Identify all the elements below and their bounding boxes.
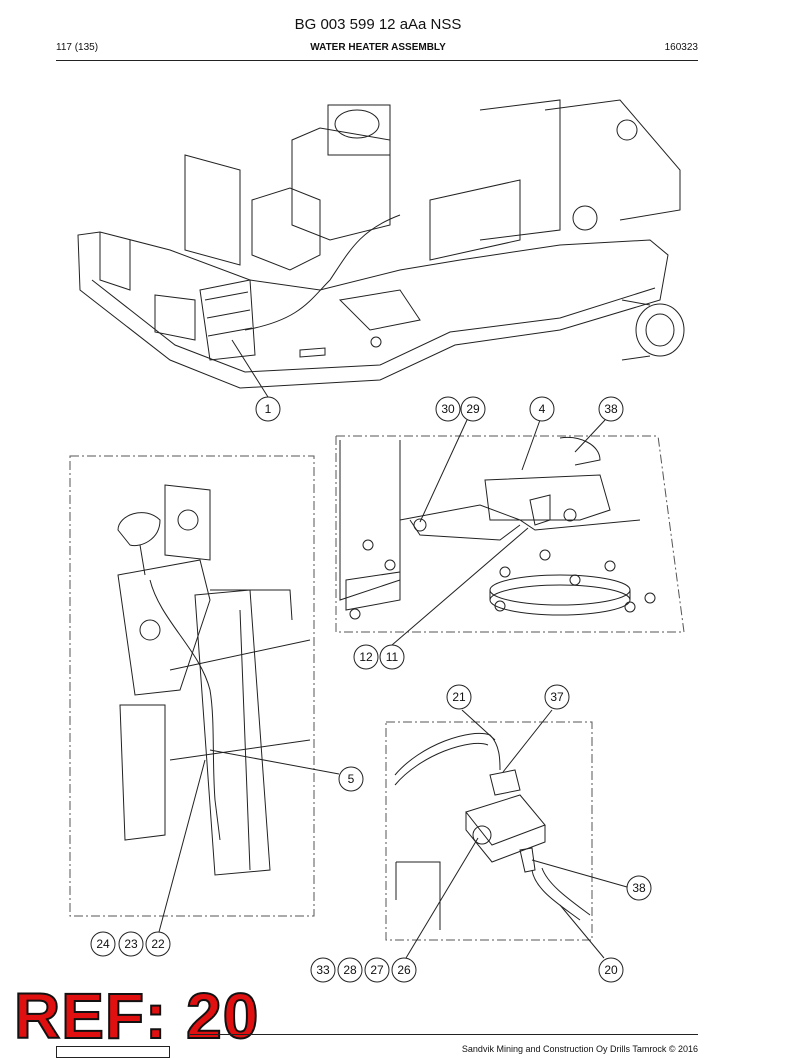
svg-text:20: 20	[604, 963, 618, 977]
svg-text:29: 29	[466, 402, 480, 416]
svg-text:26: 26	[397, 963, 411, 977]
svg-text:1: 1	[265, 402, 272, 416]
callout-27: 27	[364, 957, 390, 983]
section-title: WATER HEATER ASSEMBLY	[310, 42, 446, 53]
callout-28: 28	[337, 957, 363, 983]
callout-29: 29	[460, 396, 486, 422]
callout-22: 22	[145, 931, 171, 957]
callout-26: 26	[391, 957, 417, 983]
heater-detail-bottom-right	[394, 732, 591, 930]
callout-30: 30	[435, 396, 461, 422]
svg-text:11: 11	[386, 650, 399, 664]
callout-20: 20	[598, 957, 624, 983]
svg-text:24: 24	[96, 937, 110, 951]
svg-text:27: 27	[370, 963, 384, 977]
machine-frame-overview	[77, 99, 685, 389]
callout-4: 4	[529, 396, 555, 422]
svg-text:28: 28	[343, 963, 357, 977]
detail-frame-top-right	[335, 435, 685, 633]
svg-text:22: 22	[151, 937, 165, 951]
svg-text:12: 12	[359, 650, 373, 664]
callout-12: 12	[353, 644, 379, 670]
callout-38-bottom: 38	[626, 875, 652, 901]
callout-33: 33	[310, 957, 336, 983]
leader-lines	[158, 339, 628, 959]
svg-text:38: 38	[632, 881, 646, 895]
document-number: BG 003 599 12 aAa NSS	[294, 16, 462, 33]
ref-stamp: REF: 20	[13, 980, 260, 1052]
callout-24: 24	[90, 931, 116, 957]
callout-21: 21	[446, 684, 472, 710]
svg-text:5: 5	[348, 772, 355, 786]
svg-text:21: 21	[452, 690, 466, 704]
date-code: 160323	[664, 42, 698, 53]
svg-text:38: 38	[604, 402, 618, 416]
footer-copyright: Sandvik Mining and Construction Oy Drill…	[461, 1044, 698, 1054]
bracket-detail-left	[117, 484, 311, 876]
svg-text:30: 30	[441, 402, 455, 416]
footer-rule	[190, 1034, 698, 1035]
callout-37: 37	[544, 684, 570, 710]
callout-23: 23	[118, 931, 144, 957]
svg-text:4: 4	[539, 402, 546, 416]
callout-5: 5	[338, 766, 364, 792]
callout-11: 11	[379, 644, 405, 670]
bracket-detail-top-right	[339, 436, 656, 620]
header-rule	[56, 60, 698, 61]
svg-text:33: 33	[316, 963, 330, 977]
callout-38-top: 38	[598, 396, 624, 422]
svg-text:37: 37	[550, 690, 564, 704]
detail-frame-bottom-right	[385, 721, 593, 941]
svg-text:23: 23	[124, 937, 138, 951]
sandvik-logo	[56, 1046, 170, 1058]
detail-frame-left	[69, 455, 315, 917]
callout-1: 1	[255, 396, 281, 422]
page-number: 117 (135)	[56, 42, 99, 53]
